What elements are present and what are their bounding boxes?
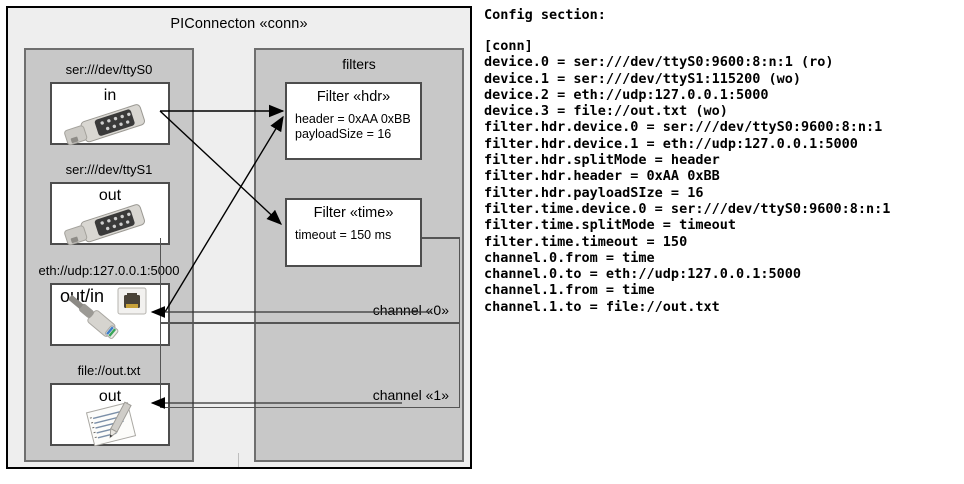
- device-node-eth[interactable]: out/in: [50, 283, 170, 346]
- filter-hdr-box[interactable]: Filter «hdr» header = 0xAA 0xBB payloadS…: [285, 82, 422, 160]
- connection-wires: [150, 104, 432, 409]
- config-text: [conn] device.0 = ser:///dev/ttyS0:9600:…: [484, 38, 891, 315]
- wire-eth-to-hdr: [164, 115, 284, 313]
- filters-panel: filters Filter «hdr» header = 0xAA 0xBB …: [160, 48, 464, 462]
- config-section: Config section: [conn] device.0 = ser://…: [481, 0, 964, 484]
- connector-frame: PIConnecton «conn» ser:///dev/ttyS0 in: [6, 6, 472, 469]
- frame-seam-divider: [238, 453, 239, 467]
- device-node-ttys1[interactable]: out: [50, 182, 170, 246]
- device-label-ttys0: ser:///dev/ttyS0: [65, 62, 153, 77]
- channel-0-top-stub: [422, 237, 460, 239]
- filter-hdr-title: Filter «hdr»: [316, 89, 391, 105]
- config-heading: Config section:: [484, 7, 606, 23]
- device-label-file: file://out.txt: [77, 363, 141, 378]
- device-caption-out-ttys1: out: [98, 187, 122, 204]
- filter-time-props: timeout = 150 ms: [295, 228, 391, 243]
- channel-0-label: channel «0»: [372, 302, 449, 318]
- serial-db9-icon: [64, 204, 145, 246]
- filter-hdr-prop-header: header = 0xAA 0xBB: [295, 112, 411, 126]
- device-caption-in-ttys0: in: [103, 87, 117, 104]
- filter-time-prop-timeout: timeout = 150 ms: [295, 228, 392, 242]
- channel-0-box: channel «0»: [160, 238, 460, 323]
- diagram-title: PIConnecton «conn»: [170, 16, 308, 32]
- channel-1-label: channel «1»: [372, 387, 449, 403]
- filters-panel-title: filters: [342, 56, 376, 72]
- device-label-eth: eth://udp:127.0.0.1:5000: [38, 263, 180, 278]
- serial-db9-icon: [64, 104, 145, 146]
- channel-1-box: channel «1»: [160, 323, 460, 408]
- filter-time-box[interactable]: Filter «time» timeout = 150 ms: [285, 198, 422, 267]
- text-file-pencil-icon: [85, 401, 137, 447]
- filter-time-title: Filter «time»: [313, 205, 394, 221]
- device-caption-out-file: out: [98, 388, 122, 405]
- wire-ttys0-to-time: [159, 110, 283, 225]
- ethernet-rj45-icon: [68, 287, 147, 339]
- filter-hdr-props: header = 0xAA 0xBB payloadSize = 16: [295, 112, 411, 142]
- filter-hdr-prop-payload: payloadSize = 16: [295, 127, 392, 141]
- device-node-file[interactable]: out: [50, 383, 170, 447]
- device-label-ttys1: ser:///dev/ttyS1: [65, 162, 153, 177]
- device-node-ttys0[interactable]: in: [50, 82, 170, 146]
